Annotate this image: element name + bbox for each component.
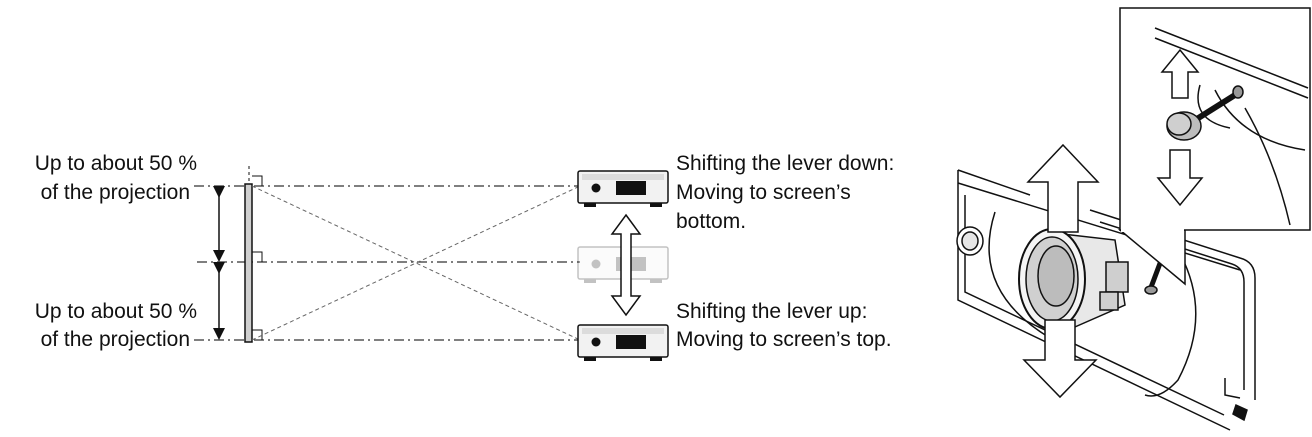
leader-lines bbox=[194, 185, 580, 341]
lower-range-label-line2: of the projection bbox=[41, 328, 190, 351]
projector-bottom bbox=[577, 324, 669, 361]
lower-range-label-line1: Up to about 50 % bbox=[35, 300, 197, 323]
lens-up-arrow-icon bbox=[1026, 143, 1100, 233]
upper-range-label-line1: Up to about 50 % bbox=[35, 152, 197, 175]
projection-screen bbox=[244, 166, 263, 343]
upper-range-label-line2: of the projection bbox=[41, 181, 190, 204]
projector-top bbox=[577, 170, 669, 207]
shift-down-label-line1: Shifting the lever down: bbox=[676, 152, 894, 175]
lens-down-arrow-icon bbox=[1022, 319, 1098, 399]
lever-down-arrow-icon bbox=[1156, 149, 1204, 207]
shift-down-label-line3: bottom. bbox=[676, 210, 746, 233]
shift-down-label-line2: Moving to screen’s bbox=[676, 181, 851, 204]
lever-detail-callout bbox=[1117, 7, 1311, 286]
shift-up-label-line1: Shifting the lever up: bbox=[676, 300, 867, 323]
shift-double-arrow-icon bbox=[610, 213, 642, 317]
shift-up-label-line2: Moving to screen’s top. bbox=[676, 328, 892, 351]
projector-lens-illustration bbox=[956, 169, 1256, 431]
lever-up-arrow-icon bbox=[1160, 48, 1200, 99]
projection-beams bbox=[251, 185, 581, 341]
